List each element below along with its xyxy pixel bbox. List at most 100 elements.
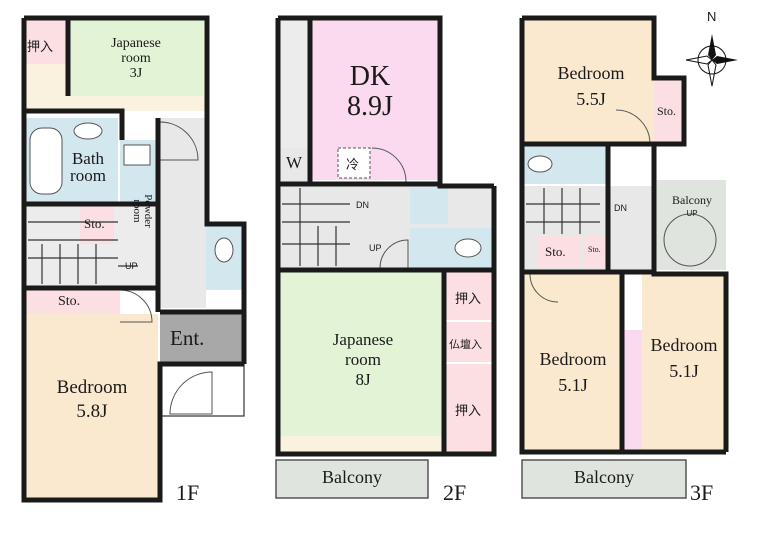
washroom-2f	[410, 188, 448, 224]
bathroom-1f-label: Bath room	[60, 150, 116, 184]
balcony-3f	[521, 459, 687, 499]
storage-3f-c-label: Sto.	[588, 245, 601, 254]
japanese-room-2f-size: 8J	[355, 370, 371, 389]
bedroom-3f-c-label: Bedroom 5.1J	[644, 332, 724, 384]
balcony-2f-label: Balcony	[322, 467, 382, 487]
storage-1f-b	[24, 290, 120, 314]
bathroom-1f-line2: room	[70, 166, 106, 185]
japanese-room-1f-label: Japanese room 3J	[96, 36, 176, 81]
hallway-1f	[158, 118, 206, 308]
floor-2f	[275, 15, 497, 499]
stairs-1f	[28, 221, 138, 284]
bedroom-3f-c	[642, 274, 726, 452]
bedroom-3f-b-line1: Bedroom	[539, 349, 607, 369]
powder-room-1f-label: Powder room	[131, 179, 154, 243]
stairs-3f	[526, 188, 600, 234]
door-swing-2f-dk	[371, 147, 407, 183]
floor-1f	[21, 15, 247, 503]
door-swing-1f-bedroom	[119, 289, 153, 323]
entrance-1f	[160, 312, 244, 364]
w-closet-label: W	[286, 153, 303, 172]
bedroom-3f-c-size: 5.1J	[669, 361, 699, 381]
storage-1f-a-label: Sto.	[84, 216, 105, 231]
bedroom-3f-a-label: Bedroom 5.5J	[548, 60, 634, 112]
up-2f-label: UP	[369, 243, 382, 253]
dk-room-2f	[310, 18, 440, 180]
bedroom-3f-b-size: 5.1J	[558, 375, 588, 395]
bedroom-3f-a-size: 5.5J	[576, 89, 606, 109]
japanese-room-1f-line1: Japanese	[111, 36, 161, 51]
balcony-3f-label: Balcony	[574, 467, 634, 487]
balcony-3f-small-up: UP	[686, 209, 698, 218]
w-closet-2f	[278, 148, 310, 182]
entrance-1f-label: Ent.	[170, 326, 205, 350]
floor-label-2f: 2F	[443, 480, 467, 505]
bedroom-3f-c-line1: Bedroom	[650, 335, 718, 355]
toilet-3f-icon	[527, 155, 553, 173]
stairs-2f	[282, 188, 350, 266]
walls-1f	[21, 15, 247, 503]
walls-3f	[519, 15, 729, 455]
bathroom-1f-line1: Bath	[71, 149, 105, 168]
butsudan-2f	[446, 322, 494, 362]
tokonoma-2f	[278, 436, 444, 452]
bathtub-icon	[29, 127, 63, 195]
toilet-2f-icon	[454, 238, 482, 258]
storage-3f-c	[584, 236, 608, 268]
compass	[685, 34, 738, 87]
walls-2f	[275, 15, 497, 457]
bedroom-3f-b-label: Bedroom 5.1J	[530, 346, 616, 398]
oshiire-1f	[24, 18, 68, 64]
floor-3f	[519, 15, 729, 499]
balcony-3f-small-line1: Balcony	[672, 193, 712, 207]
japanese-room-1f	[68, 18, 203, 96]
storage-1f-a	[80, 206, 114, 244]
balcony-2f	[275, 459, 429, 499]
spiral-stair-3f	[663, 213, 717, 267]
dk-label: DK 8.9J	[330, 62, 410, 122]
floor-label-1f: 1F	[176, 480, 200, 505]
toilet-icon	[214, 237, 234, 263]
oshiire-2f-a	[446, 272, 494, 320]
oshiire-2f-b-label: 押入	[455, 403, 482, 418]
door-swing-2f-toilet	[379, 239, 409, 269]
door-swing-1f-entrance	[169, 371, 213, 415]
compass-north-label: N	[707, 9, 717, 24]
japanese-room-2f-line1: Japanese	[332, 330, 394, 349]
oshiire-2f-b	[446, 364, 494, 452]
dn-2f-label: DN	[356, 200, 369, 210]
oshiire-2f-a-label: 押入	[455, 291, 482, 306]
door-swing-3f-b	[529, 273, 559, 303]
bedroom-1f-size: 5.8J	[76, 401, 108, 422]
balcony-3f-small	[654, 180, 726, 270]
storage-3f-b	[538, 236, 580, 268]
dk-line1: DK	[349, 61, 391, 92]
japanese-room-2f-label: Japanese room 8J	[318, 330, 408, 390]
bedroom-1f-label: Bedroom 5.8J	[44, 376, 140, 424]
butsudan-label: 仏壇入	[449, 339, 482, 351]
up-1f-label: UP	[125, 261, 138, 271]
fridge-space-2f	[337, 147, 371, 179]
japanese-room-1f-size: 3J	[129, 66, 143, 81]
dn-3f-label: DN	[614, 203, 627, 213]
oshiire-1f-label: 押入	[27, 39, 54, 54]
storage-3f-a	[654, 78, 684, 144]
balcony-3f-small-label: Balcony UP	[662, 193, 722, 221]
door-swing-1f-hall	[159, 121, 199, 161]
closet-3f	[622, 330, 642, 452]
bedroom-3f-a-line1: Bedroom	[557, 63, 625, 83]
dk-size: 8.9J	[347, 91, 393, 122]
washbasin-icon	[123, 144, 151, 166]
bedroom-1f	[24, 314, 158, 500]
storage-1f-b-label: Sto.	[58, 294, 81, 309]
powder-room-1f-line1: Powder	[142, 194, 154, 228]
japanese-room-2f-line2: room	[345, 350, 381, 369]
japanese-room-1f-line2: room	[121, 51, 151, 66]
floor-label-3f: 3F	[690, 480, 714, 505]
sink-icon	[73, 122, 103, 140]
kitchen-counter-2f	[278, 18, 310, 148]
fridge-label: 冷	[346, 157, 360, 172]
storage-3f-b-label: Sto.	[545, 244, 566, 259]
bedroom-1f-line1: Bedroom	[56, 377, 128, 398]
